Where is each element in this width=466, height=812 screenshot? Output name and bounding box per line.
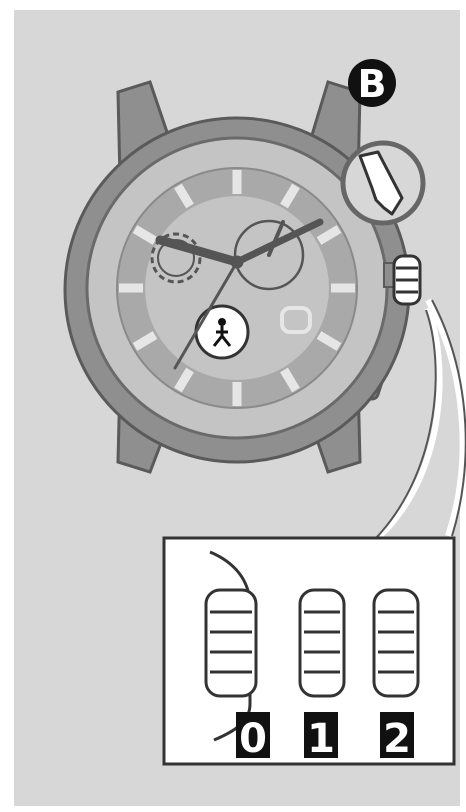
mode-subdial bbox=[196, 306, 248, 358]
crown-position-1 bbox=[300, 590, 344, 696]
svg-text:0: 0 bbox=[239, 716, 267, 762]
crown-position-0 bbox=[206, 590, 256, 696]
svg-text:1: 1 bbox=[307, 716, 335, 762]
watch-case bbox=[65, 82, 420, 472]
date-window bbox=[282, 308, 310, 332]
svg-text:2: 2 bbox=[383, 716, 411, 762]
position-label-0: 0 bbox=[236, 712, 270, 762]
crown-positions-inset: 0 1 2 bbox=[164, 538, 454, 764]
callout-letter: B bbox=[358, 62, 387, 106]
position-label-1: 1 bbox=[304, 712, 338, 762]
position-label-2: 2 bbox=[380, 712, 414, 762]
crown-position-2 bbox=[374, 590, 418, 696]
